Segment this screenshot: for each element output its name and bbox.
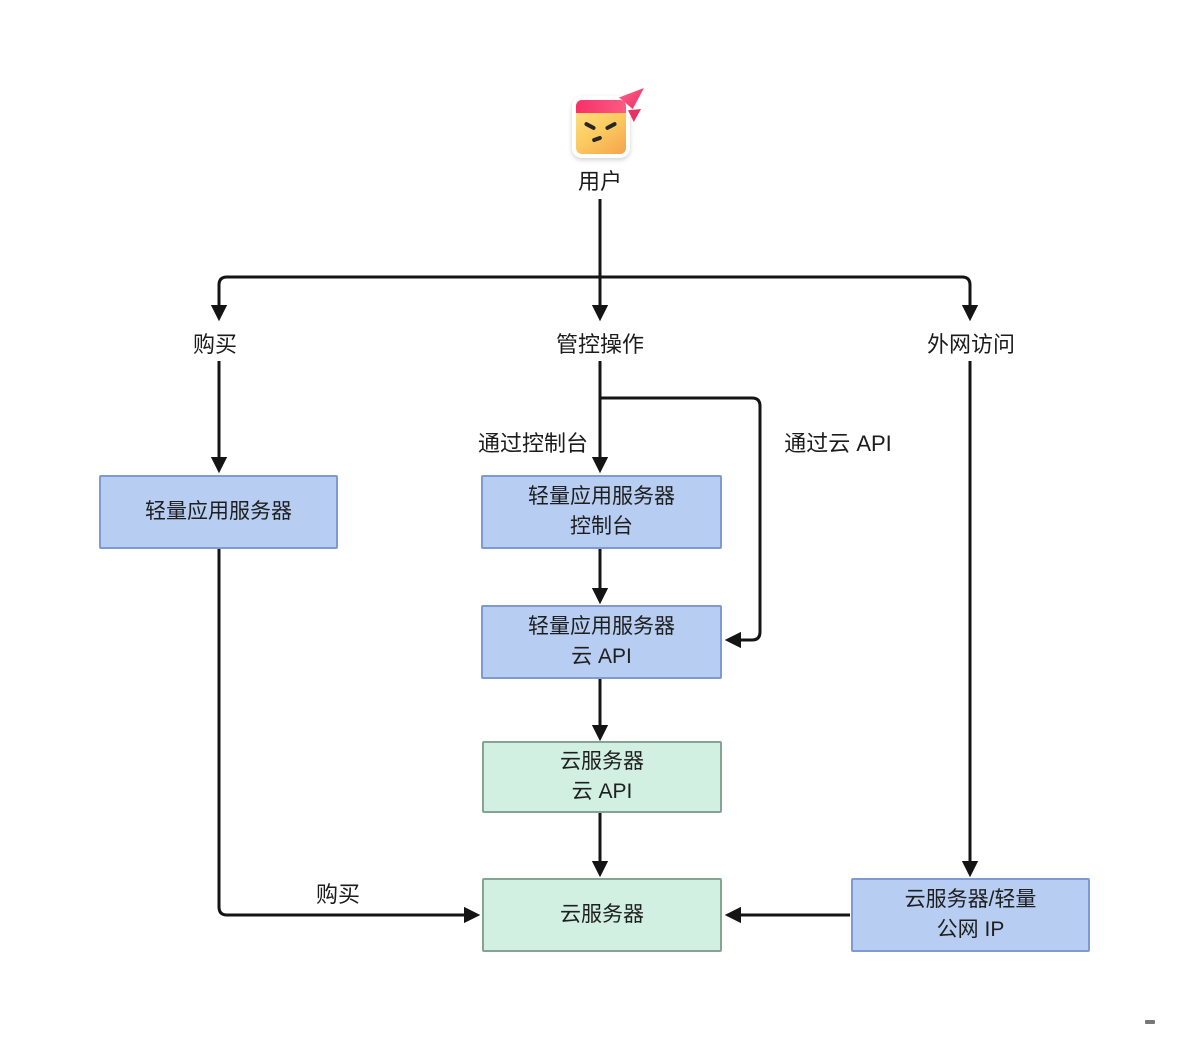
node-lighthouse-console-line1: 轻量应用服务器 [528,485,675,508]
branch-label-external-access: 外网访问 [926,332,1016,357]
node-lighthouse: 轻量应用服务器 [99,475,338,549]
user-face-icon [576,100,626,154]
user-icon [572,88,644,158]
node-cvm-cloud-api: 云服务器 云 API [482,741,722,813]
node-cvm: 云服务器 [482,878,722,952]
edge-lighthouse-buy-to-cvm [217,549,481,924]
node-public-ip-line1: 云服务器/轻量 [904,888,1037,911]
node-lighthouse-cloud-api-line2: 云 API [571,645,632,668]
branch-label-buy: 购买 [192,332,238,357]
user-face-left-eye [583,121,597,131]
edge-via-cloud-api [600,396,762,649]
node-cvm-label: 云服务器 [560,903,644,926]
node-cvm-cloud-api-line2: 云 API [571,780,633,803]
node-lighthouse-label: 轻量应用服务器 [145,500,292,523]
user-label: 用户 [577,169,623,194]
user-face-right-eye [604,121,618,131]
node-public-ip-line2: 公网 IP [936,918,1005,941]
edge-label-via-cloud-api: 通过云 API [784,431,892,456]
node-lighthouse-cloud-api-line1: 轻量应用服务器 [528,615,675,638]
user-face-headband [576,100,626,113]
edge-user-to-buy [210,275,600,322]
node-public-ip: 云服务器/轻量 公网 IP [851,878,1090,952]
node-lighthouse-console: 轻量应用服务器 控制台 [481,475,722,549]
node-lighthouse-console-line2: 控制台 [570,515,633,538]
watermark [1145,1020,1155,1024]
edge-label-via-console: 通过控制台 [477,431,589,456]
branch-label-control: 管控操作 [555,332,645,357]
edge-user-to-external [600,275,979,322]
edge-label-buy-bottom: 购买 [315,882,361,907]
user-face-mouth [591,135,603,143]
node-cvm-cloud-api-line1: 云服务器 [560,750,644,773]
node-lighthouse-cloud-api: 轻量应用服务器 云 API [481,605,722,679]
